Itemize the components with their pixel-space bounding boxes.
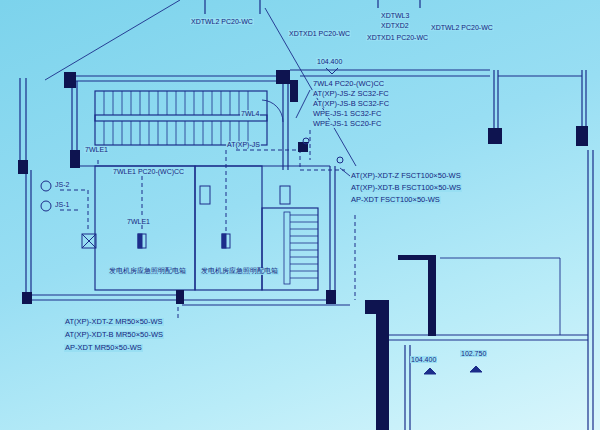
wire-label: JS-2: [54, 181, 70, 188]
walls-thick: [18, 70, 588, 430]
wire-label: AP-XDT FSCT100×50-WS: [350, 196, 441, 204]
wire-label: AT(XP)-JS: [226, 141, 261, 148]
wire-label: AT(XP)-JS-Z SC32-FC: [312, 90, 390, 98]
wire-label: WPE-JS-1 SC32-FC: [312, 110, 382, 118]
wiring: [60, 130, 355, 318]
wire-label: WPE-JS-1 SC20-FC: [312, 120, 382, 128]
symbols: [41, 68, 482, 374]
wire-label: AT(XP)-XDT-B FSCT100×50-WS: [350, 184, 462, 192]
wire-label: 7WLE1: [84, 146, 109, 153]
wire-label: XDTXD1 PC20-WC: [366, 34, 429, 41]
wire-label: 7WL4: [240, 110, 260, 117]
wire-label: AT(XP)-XDT-B MR50×50-WS: [64, 331, 164, 339]
wire-label: 发电机房应急照明配电箱: [108, 268, 187, 275]
wire-label: XDTWL2 PC20-WC: [430, 24, 494, 31]
walls-thin: [20, 0, 593, 430]
wire-label: XDTXD1 PC20-WC: [288, 30, 351, 37]
wire-label: AT(XP)-XDT-Z FSCT100×50-WS: [350, 172, 462, 180]
wire-label: 7WL4 PC20-(WC)CC: [312, 80, 385, 88]
wire-label: 7WLE1 PC20-(WC)CC: [112, 168, 185, 175]
wire-label: XDTWL2 PC20-WC: [190, 18, 254, 25]
wire-label: XDTXD2: [380, 22, 410, 29]
wire-label: 发电机房应急照明配电箱: [200, 268, 279, 275]
wire-label: 102.750: [460, 350, 487, 357]
wire-label: 104.400: [410, 356, 437, 363]
wire-label: AP-XDT MR50×50-WS: [64, 344, 143, 352]
wire-label: 7WLE1: [126, 218, 151, 225]
wire-label: JS-1: [54, 201, 70, 208]
wire-label: AT(XP)-XDT-Z MR50×50-WS: [64, 318, 164, 326]
wire-label: AT(XP)-JS-B SC32-FC: [312, 100, 390, 108]
wire-label: XDTWL3: [380, 12, 410, 19]
wire-label: 104.400: [316, 58, 343, 65]
stair-treads: [104, 91, 318, 284]
